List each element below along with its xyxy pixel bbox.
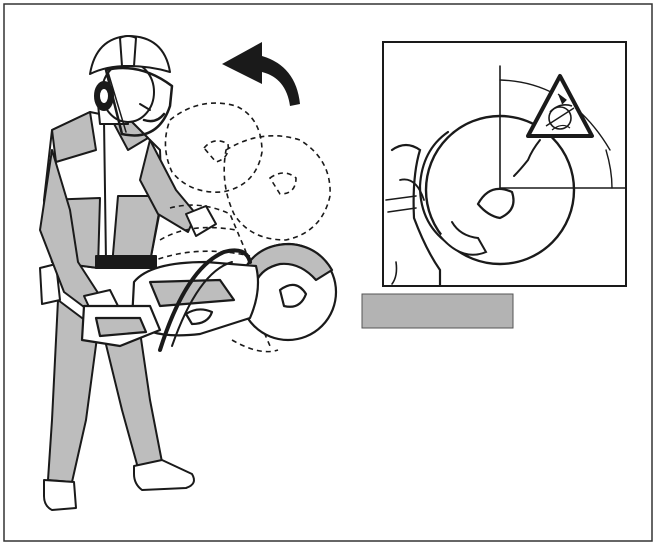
operator-right-glove [185,205,217,237]
operator-right-arm [139,139,197,233]
operator-right-boot [133,459,195,491]
kickback-direction-arrow-icon [222,42,300,106]
blade-guard [242,242,334,284]
kickback-zone-inset [382,41,627,287]
power-cutter [80,242,338,352]
face-shield [104,66,174,137]
operator-left-boot [43,479,77,511]
kickback-warning-triangle-icon [526,74,594,138]
inset-label-box [361,293,514,329]
